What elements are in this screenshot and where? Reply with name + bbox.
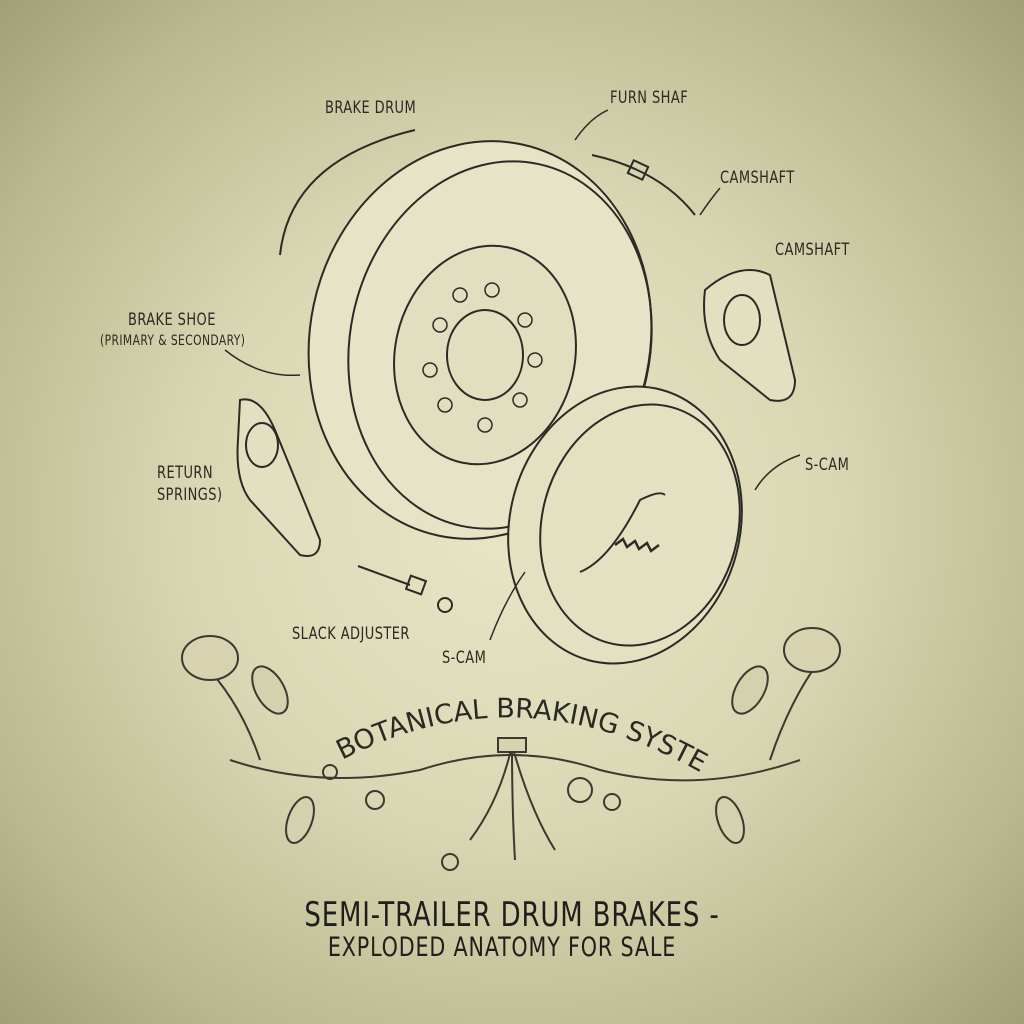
label-brake-shoe: BRAKE SHOE	[128, 310, 216, 330]
camshaft-bracket-right	[703, 269, 797, 402]
title-line-2: EXPLODED ANATOMY FOR SALE	[327, 932, 677, 963]
label-s-cam-right: S-CAM	[805, 455, 850, 475]
leader-arrows	[224, 109, 801, 641]
label-slack-adjuster: SLACK ADJUSTER	[292, 624, 410, 644]
brake-shoe-ring-drawing	[507, 385, 743, 665]
camshaft-rod	[591, 154, 696, 216]
brake-shoe-plate-left	[236, 398, 322, 557]
lug-holes	[422, 282, 543, 433]
label-brake-drum: BRAKE DRUM	[325, 98, 417, 118]
label-return-springs-2: SPRINGS)	[157, 485, 223, 505]
label-return-springs-1: RETURN	[157, 463, 214, 483]
label-camshaft-1: CAMSHAFT	[720, 168, 795, 188]
title-line-1: SEMI-TRAILER DRUM BRAKES -	[304, 895, 720, 935]
label-s-cam-bottom: S-CAM	[442, 648, 487, 668]
brake-drum-rod	[279, 129, 416, 256]
label-return-shaft: FURN SHAF	[610, 88, 689, 108]
botanical-vines	[181, 627, 841, 871]
slack-adjuster-drawing	[357, 565, 453, 613]
label-camshaft-2: CAMSHAFT	[775, 240, 850, 260]
label-brake-shoe-sub: (PRIMARY & SECONDARY)	[100, 333, 246, 349]
